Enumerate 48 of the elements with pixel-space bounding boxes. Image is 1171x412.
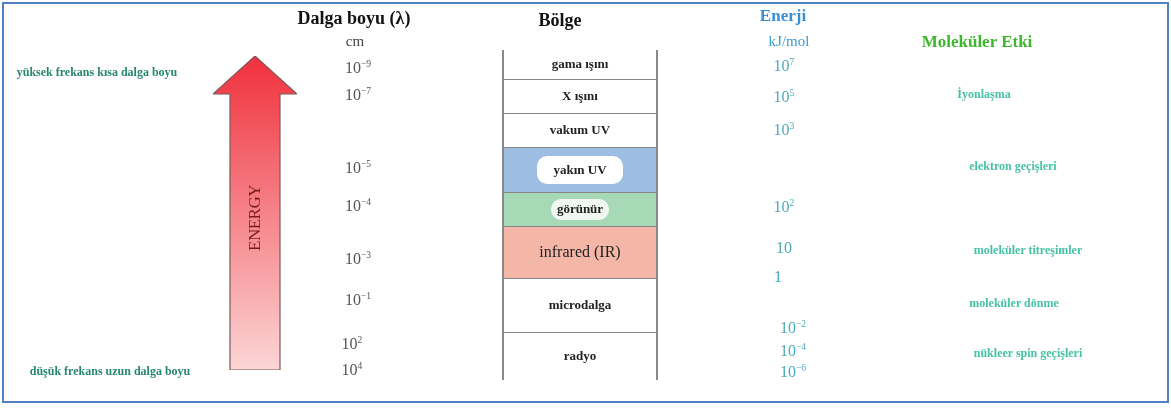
band-label: radyo bbox=[563, 348, 597, 365]
band-label: gama ışını bbox=[551, 56, 609, 73]
energy-value: 10$^{−2}$ bbox=[779, 318, 807, 338]
note-text: yüksek frekans kısa dalga boyu bbox=[15, 64, 179, 80]
wavelength-value: 10$^{−5}$ bbox=[344, 158, 372, 178]
spectrum-band bbox=[502, 79, 658, 113]
energy-value: 10$^{3}$ bbox=[773, 120, 795, 140]
energy-value: 10$^{7}$ bbox=[773, 56, 795, 76]
effect-label: nükleer spin geçişleri bbox=[973, 346, 1083, 360]
unit-label: cm bbox=[345, 34, 365, 50]
band-label: microdalga bbox=[548, 297, 612, 314]
wavelength-value: 10$^{4}$ bbox=[341, 360, 363, 380]
energy-value: 10$^{−6}$ bbox=[779, 362, 807, 382]
spectrum-band bbox=[502, 278, 658, 332]
band-label: infrared (IR) bbox=[539, 242, 621, 263]
energy-value: 10$^{−4}$ bbox=[779, 341, 807, 361]
effect-label: İyonlaşma bbox=[957, 87, 1011, 101]
spectrum-band bbox=[502, 192, 658, 226]
wavelength-value: 10$^{−1}$ bbox=[344, 290, 372, 310]
column-heading: Bölge bbox=[538, 10, 582, 30]
spectrum-band bbox=[502, 147, 658, 192]
band-label: yakın UV bbox=[537, 155, 623, 185]
spectrum-band bbox=[502, 226, 658, 278]
energy-arrow bbox=[213, 56, 297, 370]
column-heading: Moleküler Etki bbox=[921, 33, 1033, 51]
energy-value: 10$^{5}$ bbox=[773, 87, 795, 107]
effect-label: moleküler titreşimler bbox=[973, 243, 1083, 257]
column-heading: Dalga boyu (λ) bbox=[297, 8, 411, 28]
unit-label: kJ/mol bbox=[768, 34, 810, 50]
energy-value: 1 bbox=[774, 268, 782, 286]
spectrum-band bbox=[502, 50, 658, 79]
effect-label: elektron geçişleri bbox=[969, 159, 1057, 173]
spectrum-band bbox=[502, 113, 658, 147]
band-label: görünür bbox=[550, 199, 610, 220]
spectrum-band bbox=[502, 332, 658, 380]
wavelength-value: 10$^{−3}$ bbox=[344, 249, 372, 269]
band-label: X ışını bbox=[562, 88, 598, 105]
band-label: vakum UV bbox=[549, 122, 611, 139]
effect-label: moleküler dönme bbox=[969, 296, 1059, 310]
note-text: düşük frekans uzun dalga boyu bbox=[28, 363, 192, 379]
energy-value: 10$^{2}$ bbox=[773, 197, 795, 217]
wavelength-value: 10$^{−4}$ bbox=[344, 196, 372, 216]
wavelength-value: 10$^{−9}$ bbox=[344, 58, 372, 78]
wavelength-value: 10$^{−7}$ bbox=[344, 85, 372, 105]
arrow-label: ENERGY bbox=[245, 185, 265, 251]
wavelength-value: 10$^{2}$ bbox=[341, 334, 363, 354]
energy-value: 10 bbox=[776, 239, 792, 257]
column-heading: Enerji bbox=[759, 7, 807, 25]
